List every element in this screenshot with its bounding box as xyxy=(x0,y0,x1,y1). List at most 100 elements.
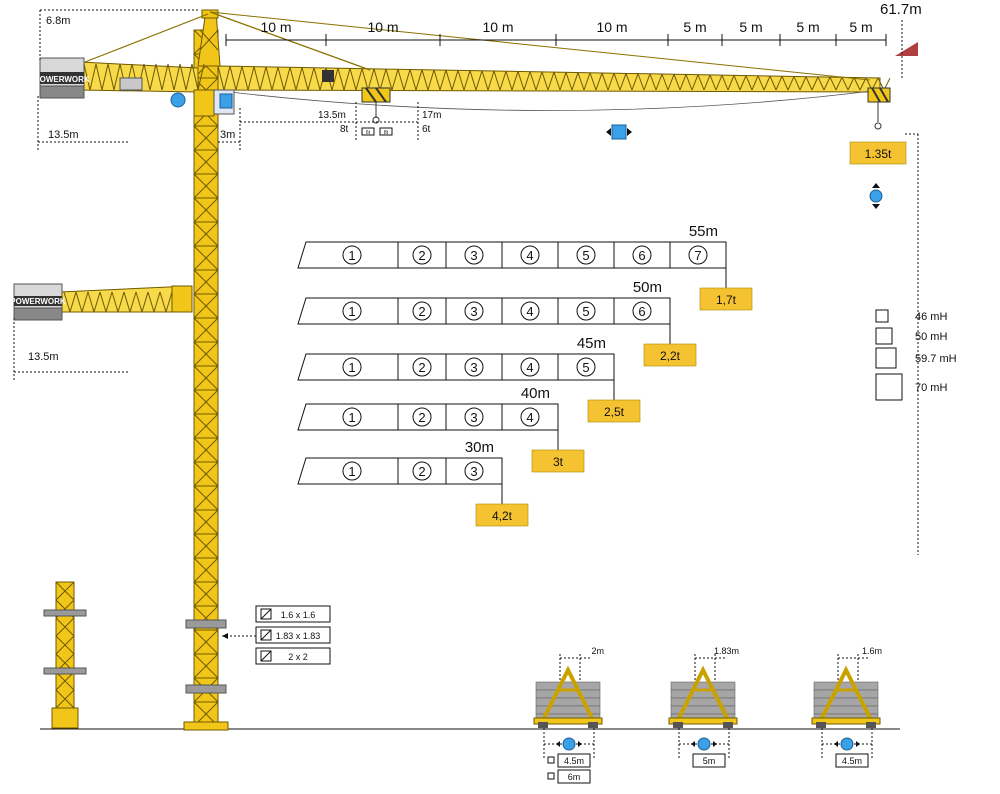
mast-section-label: 1.6 x 1.6 xyxy=(281,610,316,620)
section-marker xyxy=(576,301,596,321)
lower-counterjib-length-label: 13.5m xyxy=(28,351,59,363)
jib-length-label: 55m xyxy=(689,223,718,240)
section-number: 4 xyxy=(526,248,533,263)
tip-load-value: 4,2t xyxy=(492,509,513,523)
tip-load-badge xyxy=(475,503,529,527)
section-number: 2 xyxy=(418,360,425,375)
counterjib-length-label: 13.5m xyxy=(48,129,79,141)
hook2-radius-label: 17m xyxy=(422,110,441,121)
section-marker xyxy=(520,301,540,321)
tip-load-value: 2,5t xyxy=(604,405,625,419)
section-marker xyxy=(464,461,484,481)
section-marker xyxy=(342,461,362,481)
section-marker xyxy=(520,245,540,265)
section-number: 1 xyxy=(348,304,355,319)
mast-section-label: 1.83 x 1.83 xyxy=(276,631,321,641)
section-marker xyxy=(464,301,484,321)
jib-segment-label: 5 m xyxy=(796,19,819,35)
travel-icon xyxy=(697,737,711,751)
span-label: 5m xyxy=(703,756,716,766)
section-number: 5 xyxy=(582,360,589,375)
section-marker xyxy=(520,407,540,427)
base-option: 1.6m4.5m xyxy=(811,646,882,768)
jib-segment-label: 10 m xyxy=(260,19,291,35)
section-marker xyxy=(342,245,362,265)
section-marker xyxy=(342,301,362,321)
trolley-hook-near xyxy=(361,87,391,124)
section-number: 6 xyxy=(638,248,645,263)
jib-tip-marker xyxy=(895,42,918,56)
section-marker xyxy=(464,357,484,377)
height-label: 46 mH xyxy=(915,311,947,323)
mast-section-row xyxy=(255,605,331,623)
section-marker xyxy=(342,407,362,427)
jib-truss xyxy=(217,65,891,93)
height-swatch xyxy=(875,327,893,345)
span-box xyxy=(835,753,869,768)
section-number: 1 xyxy=(348,464,355,479)
tip-load-value: 2,2t xyxy=(660,349,681,363)
tip-load-value: 1,7t xyxy=(716,293,737,307)
section-number: 7 xyxy=(694,248,701,263)
operator-cabin xyxy=(193,89,235,117)
height-label: 70 mH xyxy=(915,382,947,394)
section-marker xyxy=(464,245,484,265)
section-marker xyxy=(520,357,540,377)
mast-width-label: 1.83m xyxy=(714,646,739,656)
lower-counterjib: POWERWORK xyxy=(10,283,193,321)
section-number: 3 xyxy=(470,464,477,479)
section-number: 5 xyxy=(582,304,589,319)
section-marker xyxy=(412,407,432,427)
mast-section-label: 2 x 2 xyxy=(288,652,308,662)
mast-width-label: 2m xyxy=(591,646,604,656)
section-number: 2 xyxy=(418,248,425,263)
height-label: 59.7 mH xyxy=(915,353,957,365)
section-number: 5 xyxy=(582,248,589,263)
span-label: 6m xyxy=(568,772,581,782)
tip-load-badge xyxy=(531,449,585,473)
section-number: 1 xyxy=(348,360,355,375)
hook1-load-label: 8t xyxy=(340,124,349,135)
section-number: 4 xyxy=(526,410,533,425)
section-number: 3 xyxy=(470,248,477,263)
tip-load-value: 3t xyxy=(553,455,564,469)
mini-badge-2: 8t xyxy=(384,130,389,136)
section-marker xyxy=(412,461,432,481)
section-number: 2 xyxy=(418,464,425,479)
section-marker xyxy=(412,245,432,265)
section-number: 2 xyxy=(418,410,425,425)
jib-segment-label: 5 m xyxy=(683,19,706,35)
cabin-offset-label: 3m xyxy=(220,129,235,141)
section-marker xyxy=(688,245,708,265)
tip-load-badge xyxy=(643,343,697,367)
height-swatch xyxy=(875,373,903,401)
small-mast-section xyxy=(43,581,87,729)
trolley-hook-far xyxy=(867,87,891,130)
section-number: 2 xyxy=(418,304,425,319)
section-number: 4 xyxy=(526,360,533,375)
height-legend: 46 mH 50 mH 59.7 mH 70 mH xyxy=(875,309,957,401)
mini-badge-1: 6t xyxy=(366,130,371,136)
trolley-travel-icon xyxy=(606,124,632,140)
mast-section-legend: 1.6 x 1.6 1.83 x 1.83 2 x 2 xyxy=(255,605,331,665)
span-box xyxy=(557,753,591,768)
section-marker xyxy=(412,357,432,377)
section-marker xyxy=(632,245,652,265)
jib-segment-label: 10 m xyxy=(482,19,513,35)
section-marker xyxy=(632,301,652,321)
travel-icon xyxy=(840,737,854,751)
jib-length-label: 40m xyxy=(521,385,550,402)
jib-segment-label: 5 m xyxy=(739,19,762,35)
section-number: 3 xyxy=(470,410,477,425)
tip-load-badge xyxy=(849,141,907,165)
jib-length-label: 45m xyxy=(577,335,606,352)
height-label: 50 mH xyxy=(915,331,947,343)
tip-load-badge xyxy=(699,287,753,311)
max-radius-label: 61.7m xyxy=(880,1,922,18)
span-label: 4.5m xyxy=(842,756,862,766)
section-marker xyxy=(412,301,432,321)
section-number: 1 xyxy=(348,410,355,425)
counterjib-height-label: 6.8m xyxy=(46,15,70,27)
jib-length-label: 50m xyxy=(633,279,662,296)
